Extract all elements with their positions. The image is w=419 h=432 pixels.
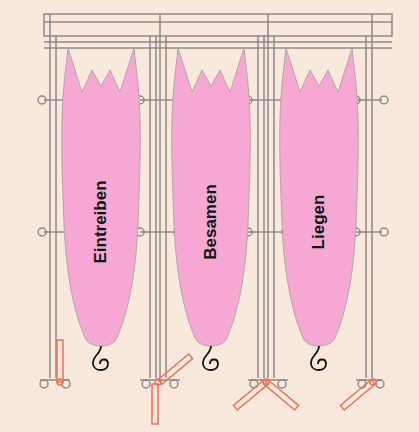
pig-shape: Liegen <box>280 44 358 374</box>
pig-tail <box>311 346 326 370</box>
pig-body <box>280 48 359 346</box>
pig-label: Eintreiben <box>91 181 111 264</box>
pig-shape: Eintreiben <box>62 44 140 374</box>
gate <box>57 340 376 424</box>
pig-label: Besamen <box>201 184 221 260</box>
pig-tail <box>203 346 218 370</box>
pig-shape: Besamen <box>172 44 250 374</box>
pig-tail <box>93 346 108 370</box>
pig-body <box>172 48 251 346</box>
pig-label: Liegen <box>309 195 329 250</box>
pig-body <box>62 48 141 346</box>
top-rail <box>44 14 392 36</box>
